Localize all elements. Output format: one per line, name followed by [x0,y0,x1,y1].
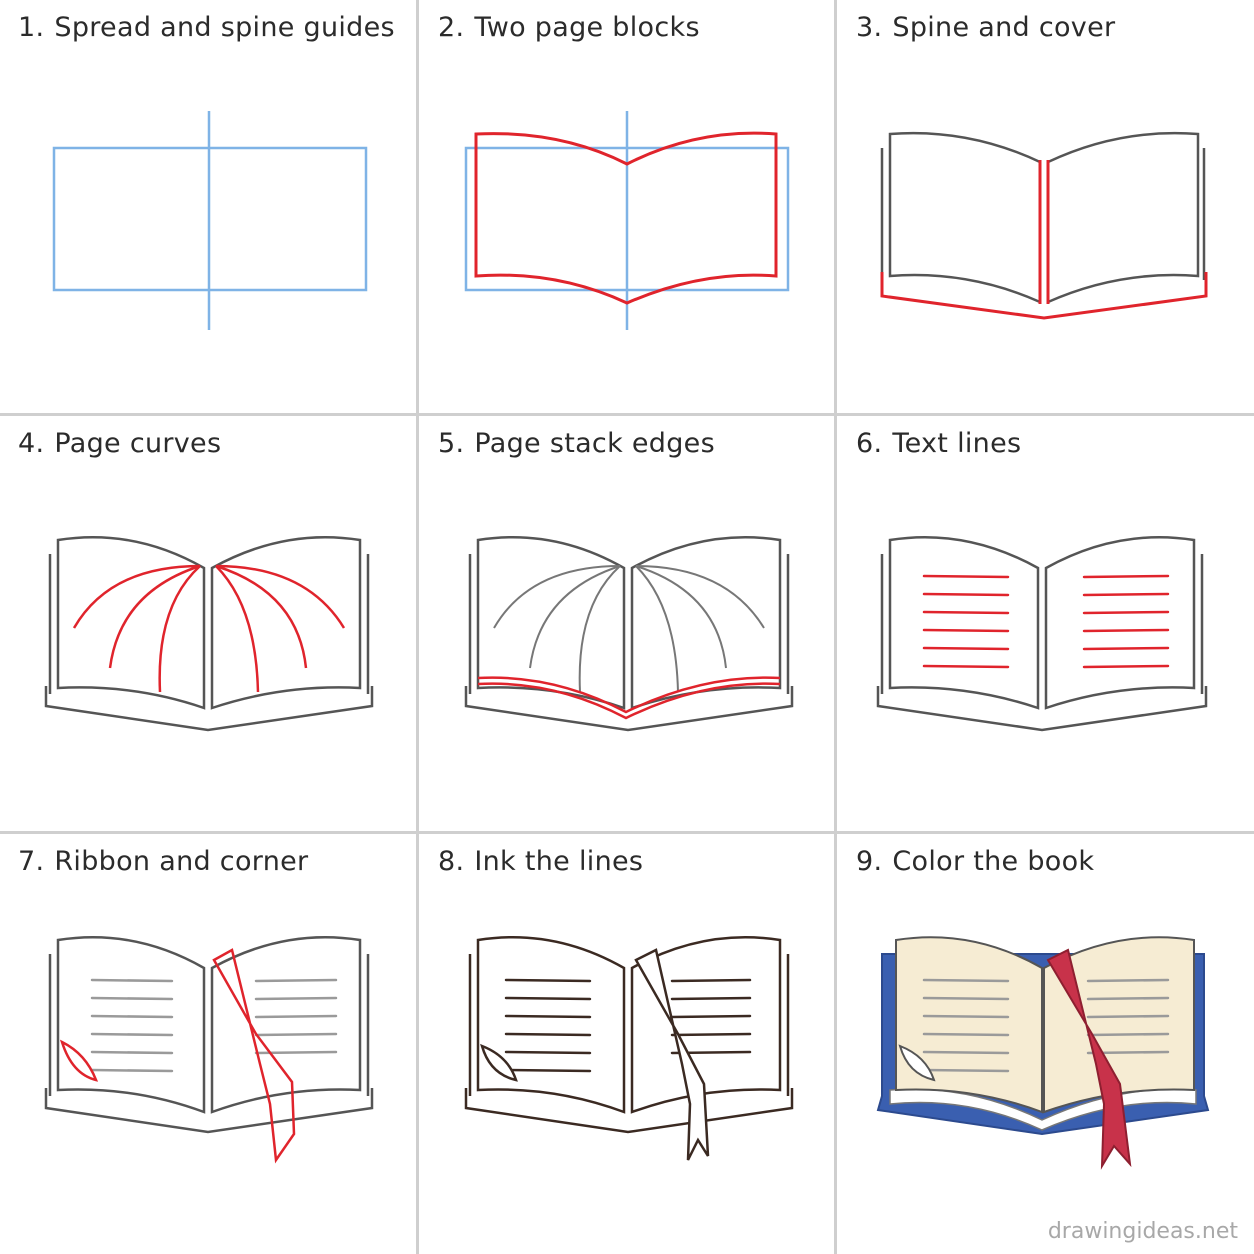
step-panel-1: 1.Spread and spine guides [0,0,414,414]
grid-divider-horizontal [0,831,1254,834]
grid-divider-horizontal [0,413,1254,416]
step-caption: 9.Color the book [856,846,1095,877]
step-caption: 7.Ribbon and corner [18,846,309,877]
step-panel-3: 3.Spine and cover [838,0,1252,414]
step-caption: 2.Two page blocks [438,12,700,43]
step-8-drawing [464,935,794,1161]
step-4-drawing [44,535,374,732]
step-3-drawing [880,131,1208,320]
step-caption: 6.Text lines [856,428,1022,459]
step-9-drawing [876,936,1210,1170]
step-panel-2: 2.Two page blocks [420,0,834,414]
step-caption: 5.Page stack edges [438,428,715,459]
step-7-drawing [44,935,374,1164]
step-6-drawing [876,535,1208,732]
step-panel-5: 5.Page stack edges [420,416,834,830]
step-5-drawing [464,535,794,732]
step-caption: 4.Page curves [18,428,222,459]
step-panel-6: 6.Text lines [838,416,1252,830]
step-panel-4: 4.Page curves [0,416,414,830]
grid-divider-vertical [416,0,419,1254]
step-1-drawing [52,111,368,330]
step-caption: 3.Spine and cover [856,12,1116,43]
step-panel-9: 9.Color the book [838,834,1252,1248]
step-panel-7: 7.Ribbon and corner [0,834,414,1248]
step-panel-8: 8.Ink the lines [420,834,834,1248]
step-caption: 1.Spread and spine guides [18,12,395,43]
grid-divider-vertical [834,0,837,1254]
site-watermark: drawingideas.net [1047,1219,1238,1244]
step-caption: 8.Ink the lines [438,846,644,877]
step-2-drawing [464,111,790,330]
